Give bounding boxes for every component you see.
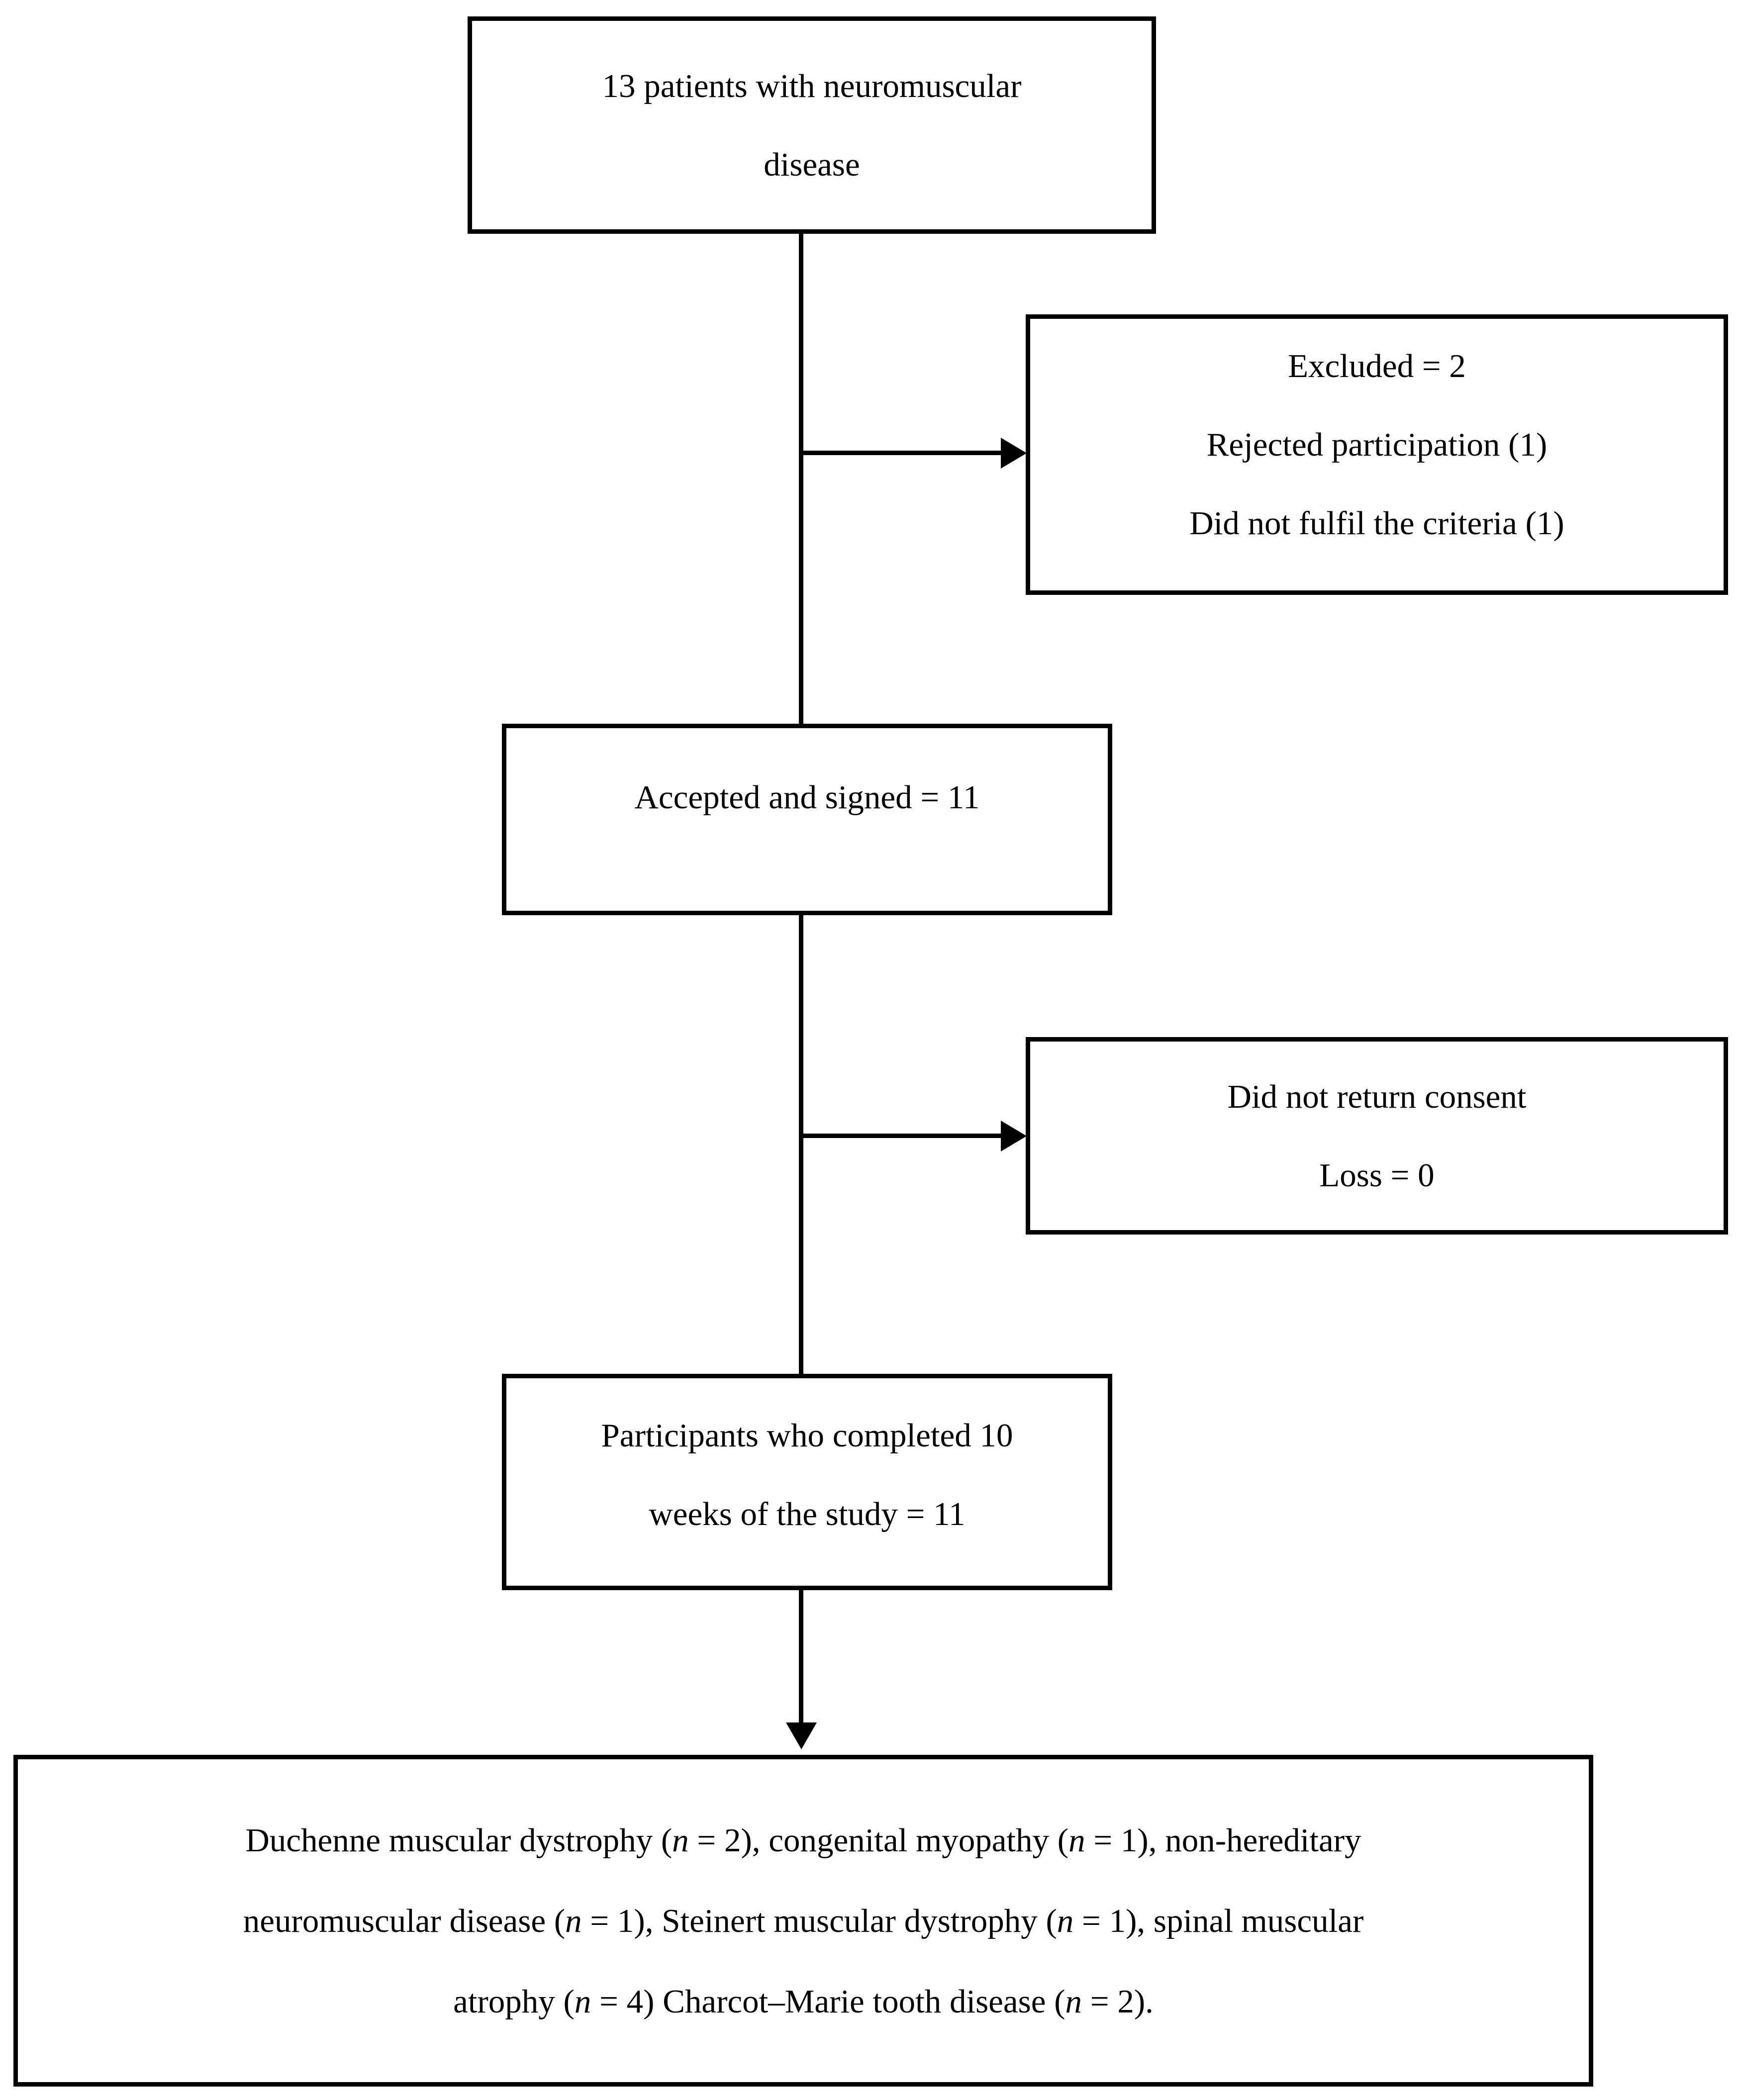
arrowhead-right-consent-loss-icon bbox=[1001, 1121, 1027, 1151]
arrowhead-right-excluded-icon bbox=[1001, 438, 1027, 469]
arrowhead-down-diagnoses-icon bbox=[786, 1722, 817, 1749]
diagnoses-box: Duchenne muscular dystrophy (n = 2), con… bbox=[13, 1755, 1593, 2087]
box-text-line: 13 patients with neuromuscular bbox=[602, 67, 1022, 104]
box-text-line: neuromuscular disease (n = 1), Steinert … bbox=[243, 1902, 1364, 1939]
box-text-line: Did not fulfil the criteria (1) bbox=[1189, 505, 1564, 542]
branch-line-to-consent-loss bbox=[801, 1134, 1002, 1138]
box-text-line: Rejected participation (1) bbox=[1206, 426, 1547, 463]
completed-box: Participants who completed 10 weeks of th… bbox=[502, 1374, 1112, 1590]
box-text-line: Loss = 0 bbox=[1319, 1156, 1435, 1194]
box-text-line: Participants who completed 10 bbox=[601, 1417, 1013, 1454]
box-text-line: Duchenne muscular dystrophy (n = 2), con… bbox=[245, 1821, 1361, 1859]
connector-completed-to-diagnoses bbox=[799, 1590, 803, 1723]
box-text-line: Accepted and signed = 11 bbox=[634, 778, 980, 816]
box-text-line: weeks of the study = 11 bbox=[649, 1495, 966, 1532]
enrollment-box: 13 patients with neuromuscular disease bbox=[468, 16, 1156, 234]
box-text-line: Excluded = 2 bbox=[1288, 348, 1466, 384]
accepted-box: Accepted and signed = 11 bbox=[502, 724, 1112, 915]
box-text-line: atrophy (n = 4) Charcot–Marie tooth dise… bbox=[453, 1983, 1154, 2020]
excluded-box: Excluded = 2 Rejected participation (1) Di… bbox=[1026, 314, 1728, 595]
connector-enrollment-to-accepted bbox=[799, 234, 803, 724]
connector-accepted-to-completed bbox=[799, 915, 803, 1374]
branch-line-to-excluded bbox=[801, 451, 1002, 455]
box-text-line: Did not return consent bbox=[1227, 1078, 1527, 1115]
box-text-line: disease bbox=[764, 146, 860, 183]
